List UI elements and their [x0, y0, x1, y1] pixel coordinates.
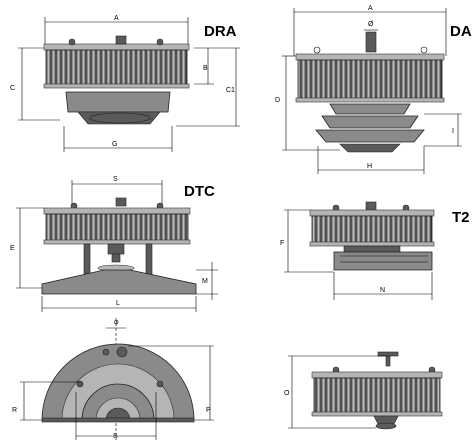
dra-label: DRA: [204, 23, 237, 40]
dra-dim-b: B: [203, 65, 208, 72]
dtc-drawing: DTC S E M L: [10, 176, 218, 312]
da-dim-i: I: [452, 128, 454, 135]
t2-base: [333, 251, 433, 271]
da-drawing: DA A Ø D I H: [275, 5, 472, 174]
dtc-motor-body: [45, 213, 189, 243]
dra-motor-body: [45, 49, 188, 87]
dtc-leg-right: [145, 243, 153, 279]
da-pulley-1: [321, 115, 419, 129]
top-view-shaft: [116, 346, 128, 358]
dtc-dim-e: E: [10, 245, 15, 252]
top-view-dim-s: S: [113, 433, 118, 440]
da-shaft: [365, 31, 377, 53]
side-view-dim-o: O: [284, 390, 290, 397]
side-view-motor-body: [313, 377, 441, 415]
dra-drawing: DRA A B C1 C G: [10, 15, 240, 152]
side-view-drawing: O: [284, 351, 443, 430]
top-view-dim-r: R: [12, 407, 17, 414]
dra-top-cap: [43, 43, 190, 51]
dtc-label: DTC: [184, 183, 215, 200]
da-label: DA: [450, 23, 472, 40]
dtc-dim-s: S: [113, 176, 118, 183]
dtc-leg-left: [83, 243, 91, 279]
dra-dim-c1: C1: [226, 87, 235, 94]
t2-motor-body: [311, 215, 433, 245]
t2-label: T2: [452, 209, 470, 226]
top-view-dim-phi: φ: [114, 319, 119, 326]
da-dim-oslash: Ø: [368, 21, 374, 28]
t2-drawing: T2 F N: [280, 201, 470, 300]
dtc-cone-base: [41, 269, 197, 295]
dra-dim-a: A: [114, 15, 119, 22]
da-dim-d: D: [275, 97, 280, 104]
t2-dim-n: N: [380, 287, 385, 294]
da-pulley-2: [315, 129, 425, 143]
t2-dim-f: F: [280, 240, 284, 247]
dtc-dim-m: M: [202, 278, 208, 285]
top-view-dim-p: P: [206, 407, 211, 414]
dra-base: [65, 91, 171, 113]
top-view-drawing: φ R S P: [12, 318, 214, 440]
da-dim-a: A: [368, 5, 373, 12]
dra-dim-c: C: [10, 85, 15, 92]
da-motor-body: [297, 59, 443, 101]
dra-dim-g: G: [112, 141, 117, 148]
dtc-dim-l: L: [116, 300, 120, 307]
da-dim-h: H: [367, 163, 372, 170]
